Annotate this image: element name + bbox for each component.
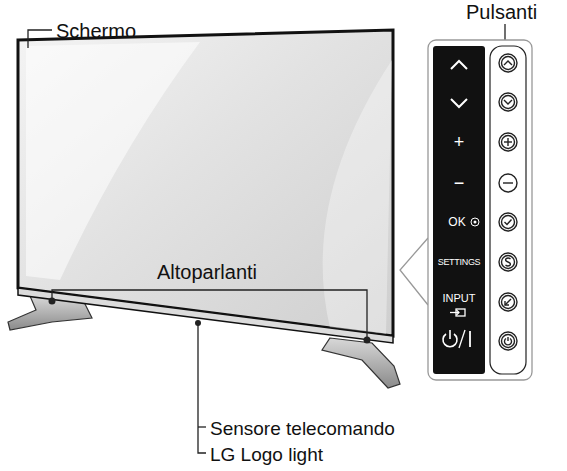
button-label: INPUT	[443, 293, 476, 304]
part-label: Schermo	[56, 21, 136, 41]
button-label: +	[454, 133, 465, 151]
part-label: Pulsanti	[466, 2, 537, 22]
part-label: LG Logo light	[210, 445, 323, 464]
button-label: SETTINGS	[438, 258, 481, 267]
part-label: Altoparlanti	[157, 262, 257, 282]
part-label: Sensore telecomando	[210, 419, 395, 438]
button-label: −	[454, 174, 465, 192]
button-label: OK	[448, 216, 465, 228]
